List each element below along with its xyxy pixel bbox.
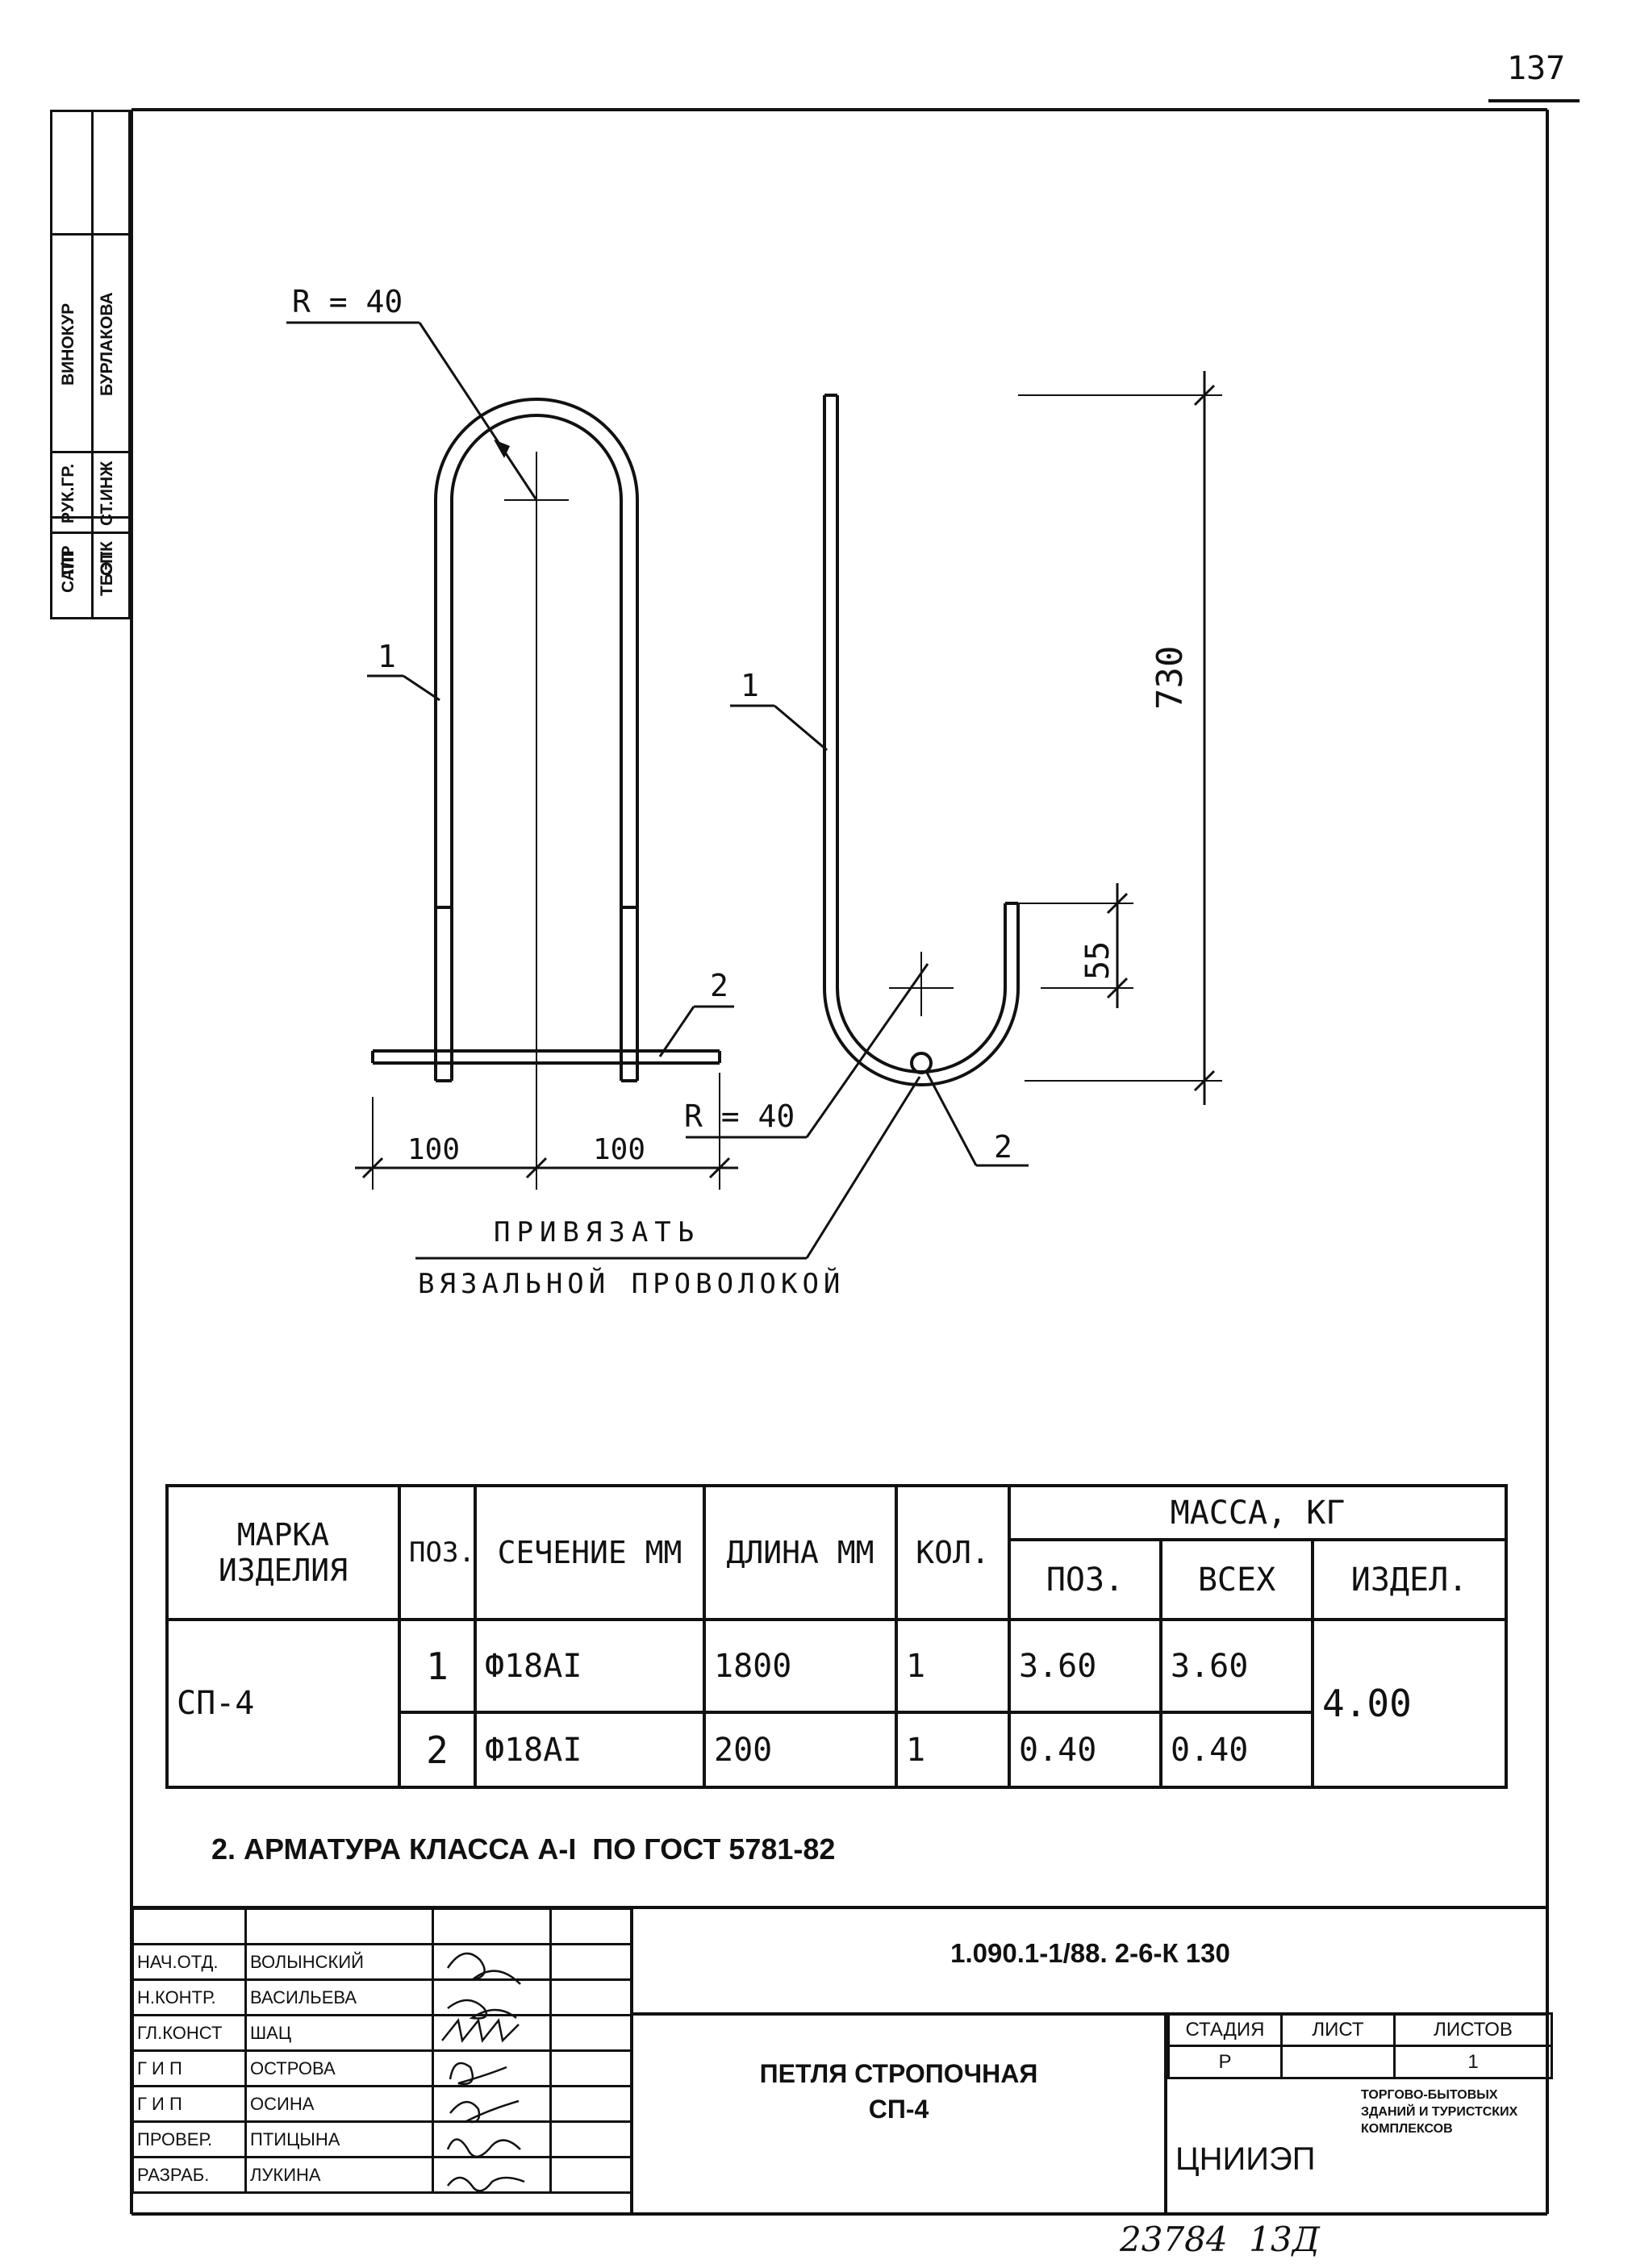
header-mass: МАССА, КГ <box>1008 1483 1508 1542</box>
cell-section-2: Ф18АI <box>474 1711 706 1789</box>
stage-header: СТАДИЯ <box>1167 2012 1283 2047</box>
side-stamp-lower: САПР ТБЭТК <box>50 516 131 619</box>
stamp-r2c4: БУРЛАКОВА <box>98 292 116 396</box>
signature-0 <box>432 1943 552 1981</box>
cell-pos-2: 2 <box>398 1711 477 1789</box>
name-4: ОСИНА <box>244 2085 434 2123</box>
name-5: ПТИЦЫНА <box>244 2120 434 2158</box>
front-pos2-label: 2 <box>710 968 728 1003</box>
page-number: 137 <box>1507 50 1566 87</box>
side-pos1-label: 1 <box>741 668 759 703</box>
front-pos1-label: 1 <box>378 639 396 674</box>
role-0: НАЧ.ОТД. <box>131 1943 247 1981</box>
front-radius-label: R = 40 <box>292 284 403 319</box>
signature-4 <box>432 2085 552 2123</box>
signature-1 <box>432 1978 552 2016</box>
note-line1: ПРИВЯЗАТЬ <box>494 1216 701 1249</box>
header-length: ДЛИНА ММ <box>703 1483 898 1622</box>
dim-height-label: 730 <box>1150 645 1191 710</box>
signature-3 <box>432 2049 552 2087</box>
header-mass-pos: ПОЗ. <box>1008 1538 1162 1622</box>
header-section: СЕЧЕНИЕ ММ <box>474 1483 706 1622</box>
name-6: ЛУКИНА <box>244 2156 434 2194</box>
cell-length-1: 1800 <box>703 1618 898 1715</box>
cell-mass-pos-1: 3.60 <box>1008 1618 1162 1715</box>
cell-section-1: Ф18АI <box>474 1618 706 1715</box>
role-4: Г И П <box>131 2085 247 2123</box>
bar2-section <box>910 1052 933 1074</box>
front-view-bar2 <box>371 1049 721 1065</box>
stage-table: СТАДИЯ ЛИСТ ЛИСТОВ Р 1 <box>1167 2012 1553 2079</box>
note-line2: ВЯЗАЛЬНОЙ ПРОВОЛОКОЙ <box>418 1268 845 1300</box>
cell-item-mass: 4.00 <box>1311 1618 1508 1789</box>
title-block-main: 1.090.1-1/88. 2-6-К 130 ПЕТЛЯ СТРОПОЧНАЯ… <box>630 1907 1553 2214</box>
cell-length-2: 200 <box>703 1711 898 1789</box>
name-2: ШАЦ <box>244 2014 434 2052</box>
cell-qty-2: 1 <box>895 1711 1011 1789</box>
stamp-r1c1: САПР <box>59 545 77 593</box>
role-2: ГЛ.КОНСТ <box>131 2014 247 2052</box>
spec-table: МАРКА ИЗДЕЛИЯ ПОЗ. СЕЧЕНИЕ ММ ДЛИНА ММ К… <box>165 1483 1508 1789</box>
stage-value: Р <box>1167 2045 1283 2079</box>
sheets-value: 1 <box>1393 2045 1553 2079</box>
title-line2: СП-4 <box>868 2095 929 2124</box>
sheets-header: ЛИСТОВ <box>1393 2012 1553 2047</box>
header-pos: ПОЗ. <box>398 1483 477 1622</box>
role-5: ПРОВЕР. <box>131 2120 247 2158</box>
cell-mark: СП-4 <box>165 1618 401 1789</box>
cell-qty-1: 1 <box>895 1618 1011 1715</box>
signature-5 <box>432 2120 552 2158</box>
reinforcement-note: 2. АРМАТУРА КЛАССА А-I ПО ГОСТ 5781-82 <box>211 1832 836 1866</box>
dim-hook-label: 55 <box>1079 940 1117 980</box>
org-subtitle: ТОРГОВО-БЫТОВЫХ ЗДАНИЙ И ТУРИСТСКИХ КОМП… <box>1361 2088 1518 2136</box>
org-name: ЦНИИЭП <box>1175 2141 1316 2177</box>
side-radius-label: R = 40 <box>684 1099 795 1134</box>
name-3: ОСТРОВА <box>244 2049 434 2087</box>
cell-mass-all-1: 3.60 <box>1159 1618 1314 1715</box>
footer-handwritten: 23784 13Д <box>1120 2220 1320 2259</box>
front-view-loop <box>434 398 639 1082</box>
side-pos2-label: 2 <box>994 1129 1012 1165</box>
title-line1: ПЕТЛЯ СТРОПОЧНАЯ <box>759 2059 1038 2088</box>
stamp-r1c4: ВИНОКУР <box>59 302 77 386</box>
signature-table: НАЧ.ОТД.ВОЛЫНСКИЙ Н.КОНТР.ВАСИЛЬЕВА ГЛ.К… <box>131 1907 632 2194</box>
name-1: ВАСИЛЬЕВА <box>244 1978 434 2016</box>
header-qty: КОЛ. <box>895 1483 1011 1622</box>
cell-mass-pos-2: 0.40 <box>1008 1711 1162 1789</box>
role-1: Н.КОНТР. <box>131 1978 247 2016</box>
dim-left-label: 100 <box>407 1133 461 1166</box>
signature-2 <box>432 2014 552 2052</box>
stamp-r2c1: ТБЭТК <box>98 541 116 597</box>
doc-code: 1.090.1-1/88. 2-6-К 130 <box>950 1938 1230 1968</box>
dim-right-label: 100 <box>593 1133 646 1166</box>
role-3: Г И П <box>131 2049 247 2087</box>
signature-6 <box>432 2156 552 2194</box>
sheet-header: ЛИСТ <box>1280 2012 1396 2047</box>
header-mark: МАРКА ИЗДЕЛИЯ <box>165 1483 401 1622</box>
sheet-value <box>1280 2045 1396 2079</box>
header-mass-all: ВСЕХ <box>1159 1538 1314 1622</box>
header-mass-item: ИЗДЕЛ. <box>1311 1538 1508 1622</box>
cell-mass-all-2: 0.40 <box>1159 1711 1314 1789</box>
name-0: ВОЛЫНСКИЙ <box>244 1943 434 1981</box>
role-6: РАЗРАБ. <box>131 2156 247 2194</box>
cell-pos-1: 1 <box>398 1618 477 1715</box>
